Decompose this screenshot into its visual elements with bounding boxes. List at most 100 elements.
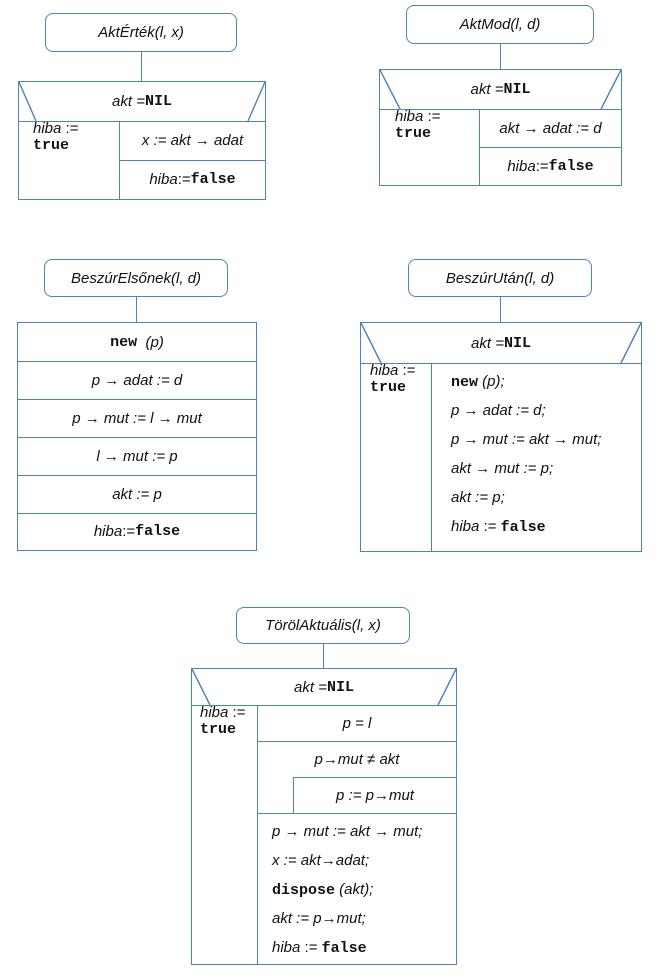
beszur-utan-line-6: hiba := false [451, 512, 639, 541]
beszur-utan-cond-text: akt = [471, 334, 504, 352]
beszur-elsonek-div-5 [18, 513, 256, 514]
beszur-elsonek-title: BeszúrElsőnek (l, d) [44, 259, 228, 297]
akt-mod-structogram: akt = NIL hiba := true akt → adat := d h… [379, 69, 622, 186]
torol-aktualis-name: TörölAktuális [265, 617, 352, 634]
torol-aktualis-l5-op: := [300, 939, 322, 956]
torol-aktualis-divider [192, 705, 456, 706]
torol-aktualis-connector [323, 644, 324, 669]
beszur-utan-divider [361, 363, 641, 364]
torol-aktualis-line-4: akt := p→mut; [272, 910, 366, 927]
beszur-utan-name: BeszúrUtán [445, 269, 525, 287]
akt-ertek-no-var: hiba [149, 171, 178, 188]
akt-mod-yes-branch: hiba := true [395, 108, 479, 185]
torol-aktualis-condition: akt = NIL [192, 669, 456, 705]
akt-ertek-split [119, 121, 120, 199]
akt-mod-assign-d: akt → adat := d [499, 119, 602, 137]
beszur-utan-line-2: p → adat := d; [451, 402, 546, 419]
akt-ertek-no-branch: hiba := false [120, 160, 265, 199]
akt-ertek-cond-text: akt = [112, 93, 145, 110]
beszur-utan-yes-op: := [398, 362, 416, 379]
torol-aktualis-loop-divider [293, 777, 456, 778]
torol-aktualis-loop-indent [293, 777, 294, 813]
akt-mod-split [479, 109, 480, 185]
torol-aktualis-line-3: dispose (akt); [272, 875, 454, 904]
torol-aktualis-yes-op: := [228, 704, 246, 721]
torol-aktualis-dispose-arg: (akt); [335, 881, 374, 898]
torol-aktualis-l5-val: false [321, 940, 367, 957]
akt-mod-yes-val: true [395, 124, 432, 142]
akt-ertek-yes-var: hiba [33, 120, 62, 137]
torol-aktualis-loop-condition: p→mut ≠ akt [314, 750, 400, 768]
torol-aktualis-split [257, 705, 258, 964]
torol-aktualis-dispose-kw: dispose [272, 882, 336, 899]
beszur-utan-split [431, 363, 432, 551]
beszur-utan-line-3: p → mut := akt → mut; [451, 431, 602, 448]
beszur-utan-connector [500, 297, 501, 323]
akt-ertek-name: AktÉrték [98, 24, 155, 41]
akt-ertek-no-val: false [190, 171, 236, 188]
beszur-utan-condition: akt = NIL [361, 323, 641, 363]
beszur-utan-yes-var: hiba [370, 362, 399, 379]
torol-aktualis-l5-var: hiba [272, 939, 301, 956]
beszur-elsonek-step-2: p → mut := l → mut [72, 409, 202, 427]
akt-mod-no-val: false [548, 157, 594, 175]
torol-aktualis-branch-diagonals [191, 668, 457, 706]
akt-ertek-divider [19, 121, 265, 122]
akt-ertek-params: (l, x) [154, 24, 184, 41]
akt-mod-divider-2 [480, 147, 621, 148]
akt-mod-nil: NIL [503, 81, 531, 98]
torol-aktualis-loop-body: p := p→mut [336, 786, 414, 804]
akt-ertek-no-op: := [177, 171, 191, 188]
beszur-elsonek-new-kw: new [110, 333, 138, 351]
beszur-elsonek-div-4 [18, 475, 256, 476]
akt-mod-divider [380, 109, 621, 110]
akt-ertek-yes-branch: hiba := true [33, 120, 119, 199]
beszur-utan-new-kw: new [451, 374, 479, 391]
akt-mod-title: AktMod (l, d) [406, 5, 594, 44]
torol-aktualis-sequence: p → mut := akt → mut; x := akt→adat; dis… [272, 817, 454, 962]
torol-aktualis-title: TörölAktuális (l, x) [236, 607, 410, 644]
beszur-elsonek-new-arg: (p) [137, 333, 164, 351]
torol-aktualis-yes-val: true [200, 720, 237, 738]
beszur-elsonek-step-1: p → adat := d [91, 371, 183, 389]
beszur-elsonek-div-2 [18, 399, 256, 400]
beszur-elsonek-new: new (p) [18, 323, 256, 361]
torol-aktualis-p-eq-l: p = l [342, 714, 372, 732]
akt-mod-no-branch: hiba := false [480, 147, 621, 185]
torol-aktualis-nil: NIL [326, 678, 354, 696]
beszur-utan-yes-val: true [370, 378, 407, 396]
beszur-elsonek-connector [136, 297, 137, 323]
beszur-utan-new-arg: (p); [478, 373, 505, 390]
akt-ertek-branch-diagonals [18, 81, 266, 122]
beszur-utan-title: BeszúrUtán (l, d) [408, 259, 592, 297]
beszur-utan-line-5: akt := p; [451, 489, 505, 506]
beszur-utan-params: (l, d) [524, 269, 555, 287]
beszur-elsonek-div-3 [18, 437, 256, 438]
beszur-elsonek-params: (l, d) [171, 269, 202, 287]
torol-aktualis-div-2 [258, 741, 456, 742]
torol-aktualis-yes-var: hiba [200, 704, 229, 721]
torol-aktualis-cond-text: akt = [294, 678, 327, 696]
torol-aktualis-structogram: akt = NIL hiba := true p = l p→mut ≠ akt… [191, 668, 457, 965]
akt-ertek-title: AktÉrték (l, x) [45, 13, 237, 52]
beszur-utan-structogram: akt = NIL hiba := true new (p); p → adat… [360, 322, 642, 552]
beszur-elsonek-name: BeszúrElsőnek [70, 269, 172, 287]
beszur-elsonek-structogram: new (p) p → adat := d p → mut := l → mut… [17, 322, 257, 551]
akt-ertek-yes-op: := [61, 120, 79, 137]
torol-aktualis-params: (l, x) [351, 617, 381, 634]
beszur-elsonek-div-1 [18, 361, 256, 362]
beszur-utan-line-1: new (p); [451, 367, 639, 396]
akt-ertek-structogram: akt = NIL hiba := true x := akt → adat h… [18, 81, 266, 200]
akt-ertek-assign-x: x := akt → adat [141, 132, 244, 149]
akt-ertek-connector [141, 52, 142, 82]
beszur-utan-l6-var: hiba [451, 518, 480, 535]
beszur-elsonek-step-3: l → mut := p [96, 447, 178, 465]
akt-ertek-condition: akt = NIL [19, 82, 265, 121]
beszur-utan-nil: NIL [503, 334, 531, 352]
beszur-utan-line-4: akt → mut := p; [451, 460, 554, 477]
beszur-utan-l6-val: false [500, 519, 546, 536]
beszur-elsonek-s5-op: := [122, 523, 136, 540]
akt-mod-yes-op: := [423, 108, 441, 125]
akt-mod-name: AktMod [459, 16, 511, 33]
torol-aktualis-line-2: x := akt→adat; [272, 852, 370, 869]
